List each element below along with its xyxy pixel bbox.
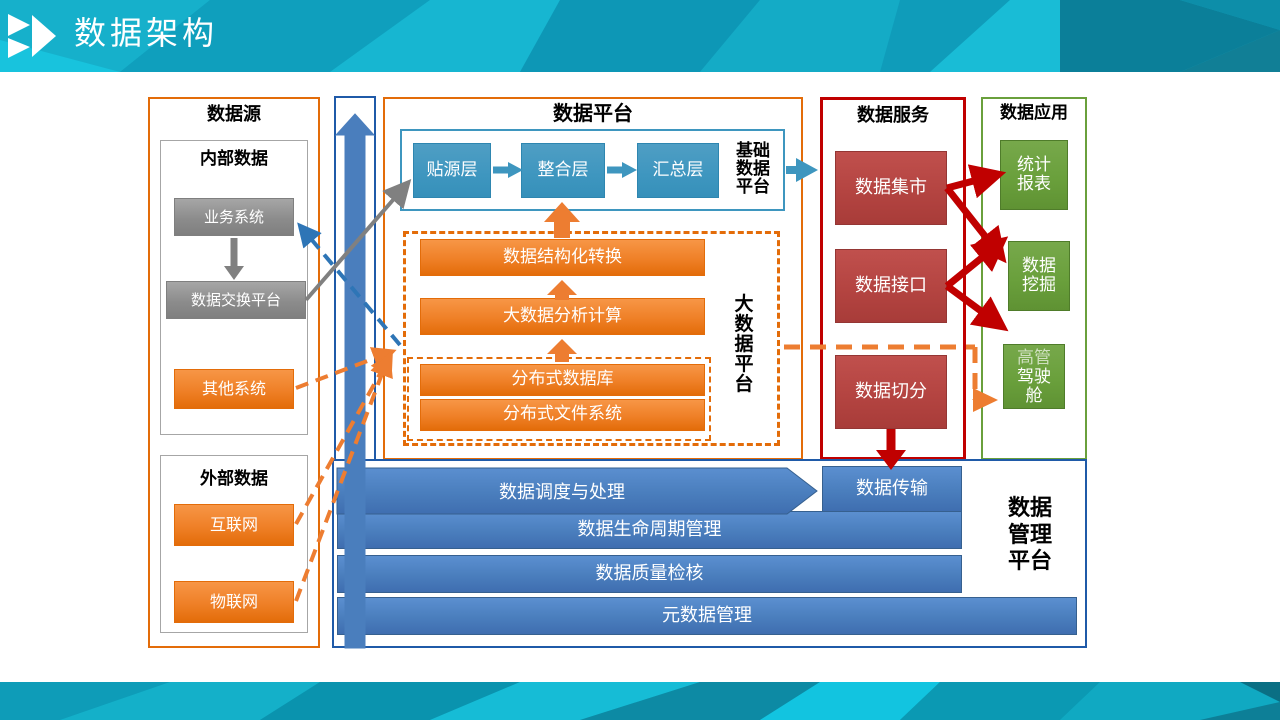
group-big-data-platform [403, 231, 780, 446]
node-data-structuring[interactable]: 数据结构化转换 [420, 239, 705, 276]
node-data-mining-line-2: 挖掘 [1022, 275, 1056, 295]
bar-data-lifecycle[interactable]: 数据生命周期管理 [337, 511, 962, 549]
label-data-management-platform: 数据 管理 平台 [990, 490, 1070, 580]
node-iot[interactable]: 物联网 [174, 581, 294, 623]
node-distributed-filesystem[interactable]: 分布式文件系统 [420, 399, 705, 431]
node-data-mining[interactable]: 数据 挖掘 [1008, 241, 1070, 311]
node-executive-cockpit-line-1: 高管 [1017, 347, 1051, 368]
label-big-data-platform-line-1: 大 [734, 293, 754, 316]
node-executive-cockpit-line-3: 舱 [1025, 385, 1043, 406]
zone-data-application-title: 数据应用 [1000, 103, 1068, 123]
node-distributed-database[interactable]: 分布式数据库 [420, 364, 705, 396]
zone-data-source-title: 数据源 [207, 104, 261, 125]
panel-external-data-title: 外部数据 [200, 469, 268, 489]
bottom-decoration-band [0, 682, 1280, 720]
bar-data-scheduling-label[interactable]: 数据调度与处理 [499, 482, 625, 503]
node-summary-layer[interactable]: 汇总层 [637, 143, 719, 198]
bar-data-quality[interactable]: 数据质量检核 [337, 555, 962, 593]
label-base-data-platform-line-2: 数据 [736, 159, 770, 180]
zone-data-service-title: 数据服务 [857, 105, 929, 126]
label-big-data-platform-line-4: 平 [734, 352, 754, 375]
label-data-management-line-2: 管理 [1007, 521, 1052, 548]
node-source-layer[interactable]: 贴源层 [413, 143, 491, 198]
node-executive-cockpit[interactable]: 高管 驾驶 舱 [1003, 344, 1065, 409]
label-big-data-platform: 大 数 据 平 台 [722, 280, 766, 410]
panel-internal-data-title: 内部数据 [200, 149, 268, 169]
node-other-systems[interactable]: 其他系统 [174, 369, 294, 409]
bar-data-transmission[interactable]: 数据传输 [822, 466, 962, 512]
bar-metadata-management[interactable]: 元数据管理 [337, 597, 1077, 635]
bottom-band-polygons [0, 682, 1280, 720]
label-base-data-platform-line-1: 基础 [736, 141, 770, 162]
node-integration-layer[interactable]: 整合层 [521, 143, 605, 198]
label-big-data-platform-line-3: 据 [734, 333, 754, 356]
top-decoration-band [0, 0, 1280, 72]
node-executive-cockpit-line-2: 驾驶 [1017, 366, 1051, 387]
label-base-data-platform: 基础 数据 平台 [727, 130, 779, 210]
top-band-polygons [0, 0, 1280, 72]
node-data-mining-line-1: 数据 [1022, 255, 1056, 276]
label-big-data-platform-line-2: 数 [734, 313, 754, 336]
node-data-interface[interactable]: 数据接口 [835, 249, 947, 323]
node-statistical-report-line-1: 统计 [1017, 154, 1051, 175]
label-data-management-line-3: 平台 [1007, 548, 1052, 575]
node-bigdata-analysis[interactable]: 大数据分析计算 [420, 298, 705, 335]
zone-data-platform-title: 数据平台 [553, 101, 633, 125]
label-base-data-platform-line-3: 平台 [736, 176, 770, 197]
node-data-exchange-platform[interactable]: 数据交换平台 [166, 281, 306, 319]
label-data-management-line-1: 数据 [1007, 495, 1052, 522]
label-big-data-platform-line-5: 台 [734, 372, 754, 395]
page-title: 数据架构 [74, 14, 219, 52]
play-triangle-logo [6, 12, 58, 60]
logo-triangles [8, 14, 56, 58]
node-statistical-report-line-2: 报表 [1017, 174, 1051, 194]
node-business-system[interactable]: 业务系统 [174, 198, 294, 236]
node-internet[interactable]: 互联网 [174, 504, 294, 546]
node-statistical-report[interactable]: 统计 报表 [1000, 140, 1068, 210]
node-data-sharding[interactable]: 数据切分 [835, 355, 947, 429]
node-data-mart[interactable]: 数据集市 [835, 151, 947, 225]
